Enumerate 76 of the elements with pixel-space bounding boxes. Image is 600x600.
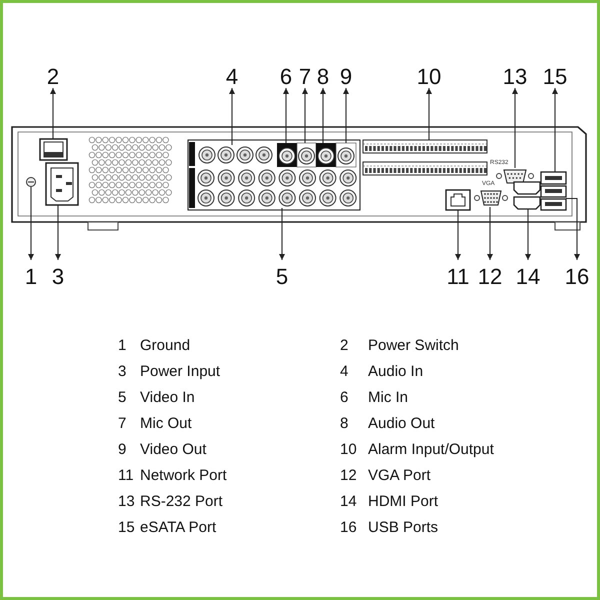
leader-line <box>28 186 34 260</box>
legend-text: Alarm Input/Output <box>368 440 495 460</box>
leader-line <box>50 88 56 140</box>
callout-number: 13 <box>500 62 530 88</box>
legend-text: Ground <box>140 336 192 356</box>
legend-number: 9 <box>118 440 128 460</box>
callout-number: 5 <box>267 262 297 288</box>
power-socket <box>45 162 79 206</box>
callout-number: 9 <box>331 62 361 88</box>
legend-number: 6 <box>340 388 350 408</box>
callout-number: 11 <box>443 262 473 288</box>
legend-number: 14 <box>340 492 358 512</box>
legend-text: Video In <box>140 388 196 408</box>
callout-number: 4 <box>217 62 247 88</box>
legend-text: VGA Port <box>368 466 432 486</box>
esata-port <box>540 171 567 185</box>
legend-text: USB Ports <box>368 518 440 538</box>
legend-text: Network Port <box>140 466 228 486</box>
usb-ports <box>540 185 567 211</box>
leader-line <box>426 88 432 140</box>
legend-number: 7 <box>118 414 128 434</box>
legend-number: 11 <box>118 466 135 486</box>
legend-number: 12 <box>340 466 358 486</box>
leader-line <box>302 88 308 144</box>
legend-number: 1 <box>118 336 128 356</box>
legend-text: RS-232 Port <box>140 492 224 512</box>
video-out-connector <box>336 142 356 168</box>
legend-text: eSATA Port <box>140 518 218 538</box>
legend-text: Audio Out <box>368 414 436 434</box>
leader-line <box>229 88 235 146</box>
leader-line <box>566 198 580 260</box>
legend-text: Power Switch <box>368 336 460 356</box>
leader-line <box>55 204 61 260</box>
legend-number: 16 <box>340 518 358 538</box>
leader-line <box>525 208 531 260</box>
callout-number: 16 <box>562 262 592 288</box>
leader-line <box>487 206 493 260</box>
callout-number: 3 <box>43 262 73 288</box>
network-port <box>445 189 471 211</box>
legend-text: Video Out <box>140 440 208 460</box>
legend-text: Power Input <box>140 362 222 382</box>
leader-line <box>283 88 289 144</box>
legend-text: Mic In <box>368 388 410 408</box>
callout-number: 6 <box>271 62 301 88</box>
mic-out-connector <box>296 142 316 168</box>
leader-line <box>320 88 326 144</box>
legend-text: Mic Out <box>140 414 193 434</box>
audio-out-connector <box>316 143 336 167</box>
vga-port <box>474 190 508 206</box>
leader-line <box>552 88 558 172</box>
callout-number: 2 <box>38 62 68 88</box>
legend-number: 10 <box>340 440 358 460</box>
leader-line <box>343 88 349 144</box>
legend-number: 2 <box>340 336 350 356</box>
legend-number: 4 <box>340 362 350 382</box>
legend-number: 13 <box>118 492 136 512</box>
mic-in-connector <box>277 143 297 167</box>
audio-in-connectors <box>198 146 272 164</box>
leader-line <box>512 88 518 168</box>
legend-text: Audio In <box>368 362 424 382</box>
legend-number: 5 <box>118 388 128 408</box>
legend-number: 3 <box>118 362 128 382</box>
legend-number: 15 <box>118 518 136 538</box>
callout-number: 10 <box>414 62 444 88</box>
legend-text: HDMI Port <box>368 492 440 512</box>
alarm-terminal-blocks <box>362 140 488 176</box>
legend-number: 8 <box>340 414 350 434</box>
callout-number: 12 <box>475 262 505 288</box>
hdmi-ports <box>513 181 541 210</box>
leader-line <box>279 208 285 260</box>
callout-number: 14 <box>513 262 543 288</box>
leader-line <box>455 210 461 260</box>
callout-number: 15 <box>540 62 570 88</box>
callout-number: 1 <box>16 262 46 288</box>
video-in-connectors <box>198 170 357 206</box>
power-switch <box>39 138 68 161</box>
